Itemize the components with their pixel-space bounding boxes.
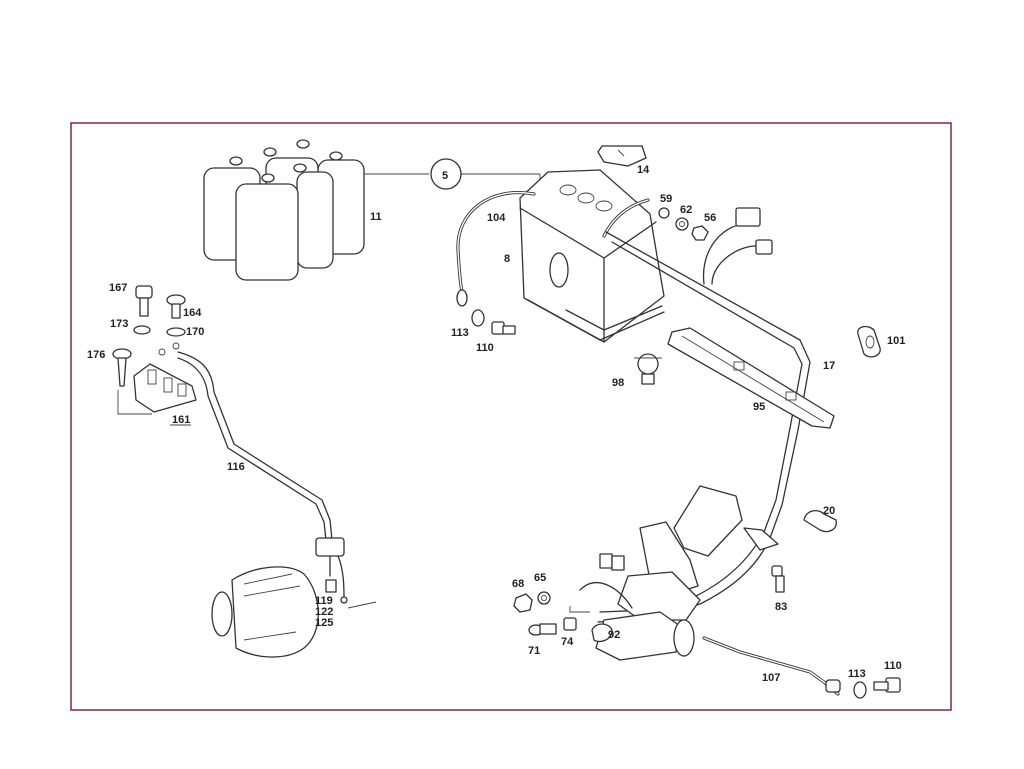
washer-65 <box>537 591 551 605</box>
label-107: 107 <box>762 672 780 684</box>
washer-113-top <box>471 309 485 327</box>
label-122: 122 <box>315 606 333 618</box>
terminal-strip-161 <box>117 342 197 415</box>
starter-drawing <box>579 485 743 661</box>
label-110-bottom: 110 <box>884 660 902 672</box>
battery-cells-drawing <box>203 139 365 281</box>
label-92: 92 <box>608 629 620 641</box>
reference-circle-5 <box>430 158 541 190</box>
label-56: 56 <box>704 212 716 224</box>
bolt-110-bottom <box>873 677 901 693</box>
bolt-71 <box>528 623 557 636</box>
label-20: 20 <box>823 505 835 517</box>
screw-164 <box>166 294 186 319</box>
label-14: 14 <box>637 164 650 176</box>
clip-98 <box>634 353 662 385</box>
ground-strap-107 <box>702 636 841 696</box>
label-116: 116 <box>227 461 245 473</box>
sensor-plug <box>755 239 773 255</box>
battery-drawing <box>519 169 665 343</box>
washer-173 <box>133 325 151 335</box>
washer-59 <box>658 207 670 219</box>
sensor-wire <box>702 223 745 285</box>
label-173: 173 <box>110 318 128 330</box>
label-113-top: 113 <box>451 327 469 339</box>
clip-101 <box>857 325 881 358</box>
terminal-92 <box>591 623 613 643</box>
label-110-top: 110 <box>476 342 494 354</box>
nut-56 <box>691 225 709 241</box>
screw-167 <box>135 285 153 317</box>
label-125: 125 <box>315 617 333 629</box>
terminal-cover-drawing <box>597 145 647 167</box>
screw-176 <box>112 348 132 387</box>
label-11: 11 <box>370 211 382 223</box>
leader-65-starter <box>569 606 590 613</box>
label-65: 65 <box>534 572 546 584</box>
label-161: 161 <box>172 414 190 426</box>
clamp-20 <box>803 509 837 533</box>
diagram-frame <box>70 122 952 711</box>
label-98: 98 <box>612 377 624 389</box>
alternator-drawing <box>211 566 377 658</box>
washer-62 <box>675 217 689 231</box>
label-167: 167 <box>109 282 127 294</box>
nut-74 <box>563 617 577 631</box>
cable-116 <box>177 351 333 541</box>
label-101: 101 <box>887 335 905 347</box>
connector-block <box>735 207 761 227</box>
label-74: 74 <box>561 636 574 648</box>
washer-170 <box>166 327 186 337</box>
label-170: 170 <box>186 326 204 338</box>
connector-116 <box>315 537 348 604</box>
label-62: 62 <box>680 204 692 216</box>
rail-95 <box>667 327 835 429</box>
battery-cable-104 <box>456 191 536 307</box>
label-176: 176 <box>87 349 105 361</box>
label-104: 104 <box>487 212 506 224</box>
washer-113-bottom <box>853 681 867 699</box>
harness-clamp <box>743 527 779 551</box>
label-119: 119 <box>315 595 333 607</box>
label-71: 71 <box>528 645 540 657</box>
label-68: 68 <box>512 578 524 590</box>
label-164: 164 <box>183 307 202 319</box>
label-5: 5 <box>442 170 448 182</box>
label-83: 83 <box>775 601 787 613</box>
label-59: 59 <box>660 193 672 205</box>
label-8: 8 <box>504 253 510 265</box>
label-17: 17 <box>823 360 835 372</box>
bolt-83 <box>771 565 785 593</box>
bolt-110-top <box>491 321 516 335</box>
label-113-bottom: 113 <box>848 668 866 680</box>
nut-68 <box>513 593 533 613</box>
label-95: 95 <box>753 401 765 413</box>
